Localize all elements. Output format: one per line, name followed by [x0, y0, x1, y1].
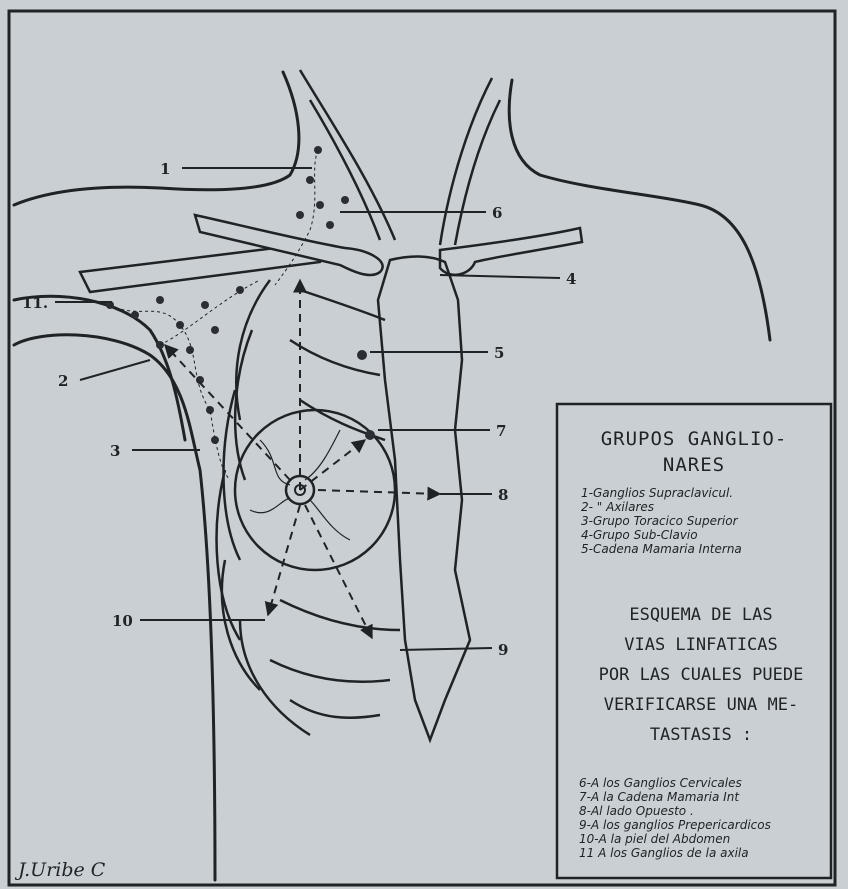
label-6: 6 — [492, 204, 502, 222]
list-item: 6-A los Ganglios Cervicales — [579, 776, 831, 790]
rib — [280, 600, 400, 630]
label-7: 7 — [496, 422, 506, 440]
neck-shoulder-right — [509, 80, 770, 340]
artist-signature: J.Uribe C — [14, 859, 106, 881]
axilla-contour — [14, 296, 185, 440]
label-11: 11. — [22, 294, 48, 312]
list-item: 2- " Axilares — [581, 500, 831, 514]
route-arrow-opuesto — [318, 490, 440, 494]
legend-panel: GRUPOS GANGLIO- NARES 1-Ganglios Supracl… — [557, 404, 831, 878]
label-1: 1 — [160, 160, 170, 178]
neck-structures — [300, 70, 500, 245]
list-item: 1-Ganglios Supraclavicul. — [581, 486, 831, 500]
legend-title-line1: GRUPOS GANGLIO- — [557, 426, 831, 452]
scheme-title-line: VIAS LINFATICAS — [577, 630, 825, 660]
label-4: 4 — [566, 270, 576, 288]
route-arrow-axila — [165, 345, 290, 480]
ribcage — [217, 280, 400, 735]
sternum — [378, 256, 470, 740]
list-item: 9-A los ganglios Prepericardicos — [579, 818, 831, 832]
rib — [300, 290, 385, 320]
scheme-title-line: POR LAS CUALES PUEDE — [577, 660, 825, 690]
label-2: 2 — [58, 372, 68, 390]
label-8: 8 — [498, 486, 508, 504]
scheme-title-line: TASTASIS : — [577, 720, 825, 750]
lymph-group-list: 1-Ganglios Supraclavicul. 2- " Axilares … — [581, 486, 831, 556]
label-10: 10 — [112, 612, 133, 630]
legend-title-line2: NARES — [557, 452, 831, 478]
rib — [236, 280, 270, 420]
list-item: 10-A la piel del Abdomen — [579, 832, 831, 846]
leader-9 — [400, 648, 492, 650]
lymph-vessels — [110, 150, 318, 480]
label-3: 3 — [110, 442, 120, 460]
scheme-title-line: VERIFICARSE UNA ME- — [577, 690, 825, 720]
list-item: 7-A la Cadena Mamaria Int — [579, 790, 831, 804]
metastasis-routes — [165, 280, 440, 638]
left-arm-contour — [14, 335, 215, 880]
label-9: 9 — [498, 641, 508, 659]
list-item: 11 A los Ganglios de la axila — [579, 846, 831, 860]
right-clavicle — [440, 228, 582, 275]
list-item: 3-Grupo Toracico Superior — [581, 514, 831, 528]
scheme-title: ESQUEMA DE LAS VIAS LINFATICAS POR LAS C… — [557, 600, 831, 750]
route-arrow-prepericardicos — [305, 505, 372, 638]
rib — [270, 660, 390, 682]
list-item: 4-Grupo Sub-Clavio — [581, 528, 831, 542]
legend-title: GRUPOS GANGLIO- NARES — [557, 426, 831, 478]
neck-shoulder-left — [14, 72, 299, 205]
route-arrow-mammaria — [300, 440, 365, 490]
rib — [290, 340, 380, 375]
label-5: 5 — [494, 344, 504, 362]
route-arrow-abdomen — [268, 505, 300, 615]
scheme-title-line: ESQUEMA DE LAS — [577, 600, 825, 630]
metastasis-route-list: 6-A los Ganglios Cervicales 7-A la Caden… — [579, 776, 831, 860]
leader-4 — [440, 275, 560, 278]
rib — [290, 700, 380, 718]
list-item: 8-Al lado Opuesto . — [579, 804, 831, 818]
list-item: 5-Cadena Mamaria Interna — [581, 542, 831, 556]
lymph-nodes — [106, 146, 375, 444]
leader-2 — [80, 360, 150, 380]
